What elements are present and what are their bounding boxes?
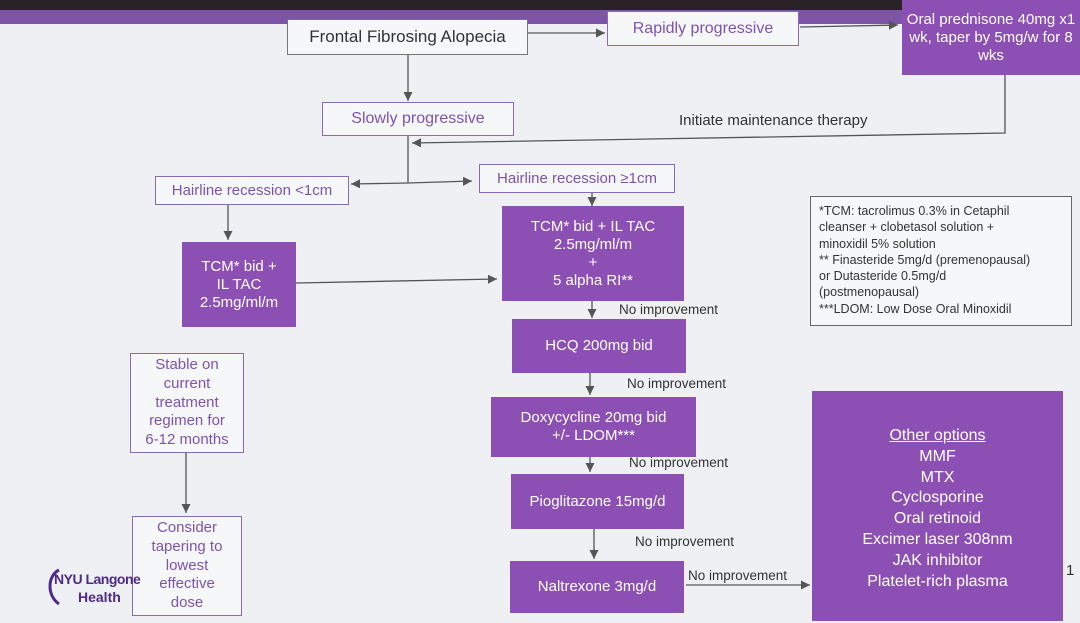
label-no-improvement-5: No improvement xyxy=(688,568,788,583)
node-pioglitazone: Pioglitazone 15mg/d xyxy=(511,474,684,529)
other-option-item: Oral retinoid xyxy=(893,510,982,528)
logo-swoosh-icon xyxy=(48,568,60,606)
label-initiate-maintenance: Initiate maintenance therapy xyxy=(679,112,868,129)
other-options-title: Other options xyxy=(889,427,986,444)
node-stable-on-treatment: Stable on current treatment regimen for … xyxy=(130,353,244,453)
node-hcq: HCQ 200mg bid xyxy=(512,319,686,373)
node-doxycycline: Doxycycline 20mg bid +/- LDOM*** xyxy=(491,397,696,457)
other-option-item: Cyclosporine xyxy=(891,489,984,507)
node-tcm-il-tac-5ari: TCM* bid + IL TAC 2.5mg/ml/m + 5 alpha R… xyxy=(502,206,684,301)
label-no-improvement-2: No improvement xyxy=(627,376,727,391)
node-other-options: Other options MMF MTX Cyclosporine Oral … xyxy=(812,391,1063,621)
arrow-to-hairline-lt xyxy=(350,179,409,189)
other-option-item: MMF xyxy=(919,447,956,465)
page-number: 1 xyxy=(1066,562,1075,579)
other-option-item: JAK inhibitor xyxy=(892,551,983,569)
node-oral-prednisone: Oral prednisone 40mg x1 wk, taper by 5mg… xyxy=(902,0,1080,75)
label-no-improvement-4: No improvement xyxy=(635,534,735,549)
arrow-rapid-to-prednisone xyxy=(799,20,899,30)
node-frontal-fibrosing-alopecia: Frontal Fibrosing Alopecia xyxy=(287,19,528,55)
other-option-item: MTX xyxy=(920,468,955,486)
arrow-tcm-left-to-right xyxy=(295,274,498,284)
node-rapidly-progressive: Rapidly progressive xyxy=(607,11,799,46)
logo-text-line1: NYU Langone xyxy=(54,571,141,587)
logo-text-line2: Health xyxy=(78,589,121,605)
slide-top-accent-bar xyxy=(0,10,1080,24)
node-naltrexone: Naltrexone 3mg/d xyxy=(510,561,684,613)
node-hairline-recession-ge-1cm: Hairline recession ≥1cm xyxy=(479,164,675,193)
other-option-item: Excimer laser 308nm xyxy=(862,530,1013,548)
arrow-prednisone-to-maintenance xyxy=(411,75,1006,148)
footnotes-box: *TCM: tacrolimus 0.3% in Cetaphil cleans… xyxy=(810,196,1072,326)
nyu-langone-logo: NYU Langone Health xyxy=(45,562,141,612)
node-hairline-recession-lt-1cm: Hairline recession <1cm xyxy=(155,176,349,205)
node-slowly-progressive: Slowly progressive xyxy=(322,102,514,136)
node-consider-tapering: Consider tapering to lowest effective do… xyxy=(132,516,242,616)
label-no-improvement-1: No improvement xyxy=(619,302,719,317)
other-option-item: Platelet-rich plasma xyxy=(867,572,1008,590)
node-tcm-il-tac-left: TCM* bid + IL TAC 2.5mg/ml/m xyxy=(182,242,296,327)
arrow-to-hairline-ge xyxy=(407,176,473,186)
label-no-improvement-3: No improvement xyxy=(629,455,729,470)
